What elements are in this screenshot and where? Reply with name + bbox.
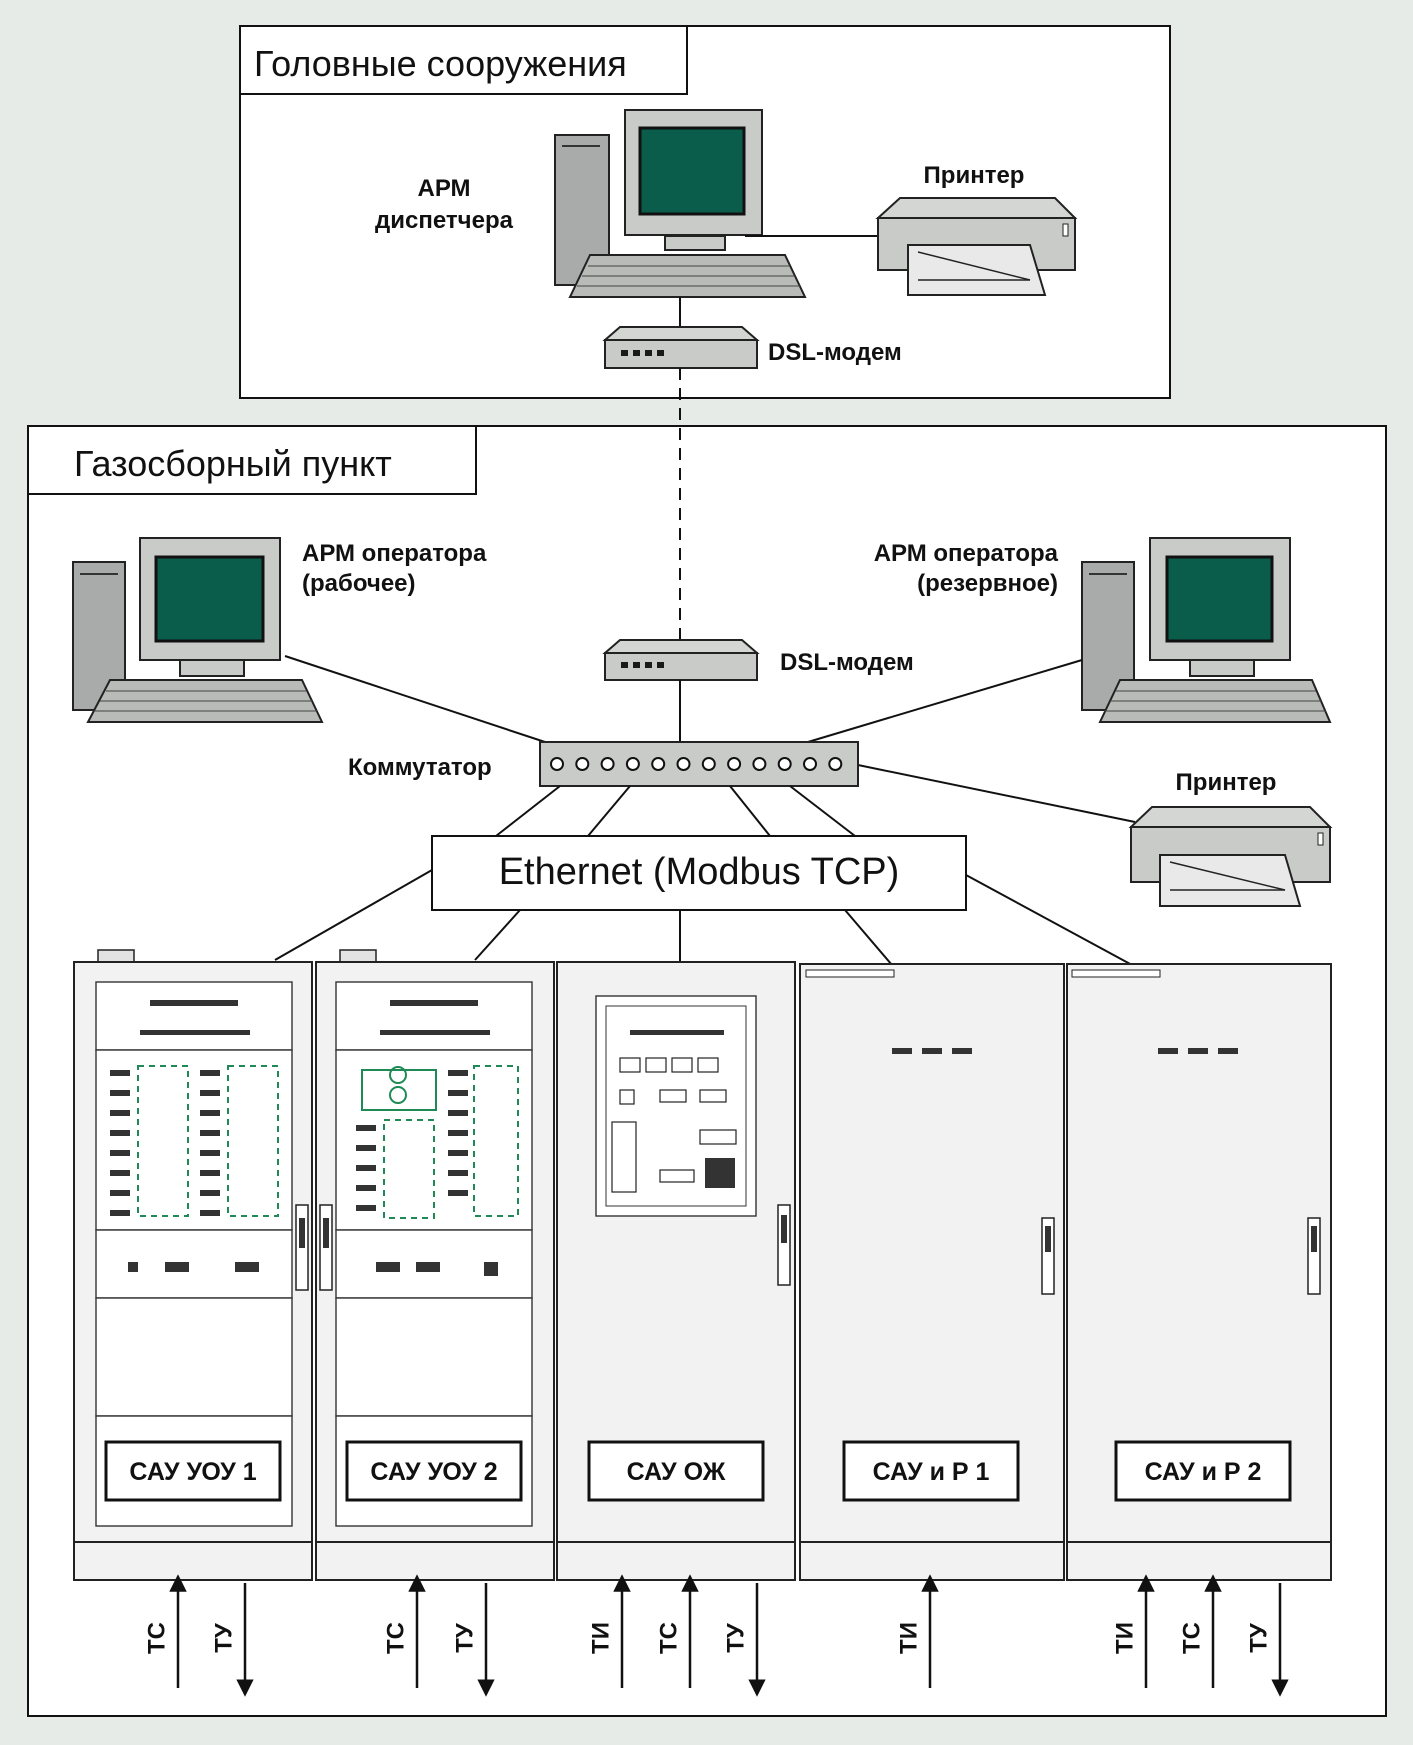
switch-eth-link-2 — [587, 785, 631, 837]
operator-reserve-pc-icon — [1081, 537, 1332, 723]
switch-port — [701, 757, 716, 771]
switch-port — [803, 757, 817, 771]
cabinet-label: САУ и Р 1 — [873, 1458, 990, 1486]
modem-gas-label: DSL-модем — [780, 649, 914, 676]
printer-top-label: Принтер — [924, 162, 1025, 189]
modem-top-label: DSL-модем — [768, 339, 902, 366]
eth-cab4-link — [844, 909, 893, 966]
cabinet-label-box — [842, 1440, 1020, 1502]
cabinet-2-circuit — [356, 1000, 519, 1276]
cabinet-label: САУ и Р 2 — [1145, 1458, 1262, 1486]
gas-section-title: Газосборный пункт — [74, 443, 392, 484]
ethernet-bus-label: Ethernet (Modbus TCP) — [499, 851, 900, 893]
switch-port — [828, 757, 843, 771]
switch-port — [676, 757, 691, 771]
switch-port — [600, 757, 615, 771]
printer-gas-label: Принтер — [1176, 769, 1277, 796]
dispatcher-pc-label-2: диспетчера — [375, 207, 514, 234]
operator-reserve-label-2: (резервное) — [917, 570, 1058, 597]
switch-operator-main-link — [284, 655, 546, 743]
signal-label: ТИ — [895, 1622, 922, 1654]
signal-label: ТИ — [1111, 1622, 1138, 1654]
head-section-title: Головные сооружения — [254, 43, 627, 84]
switch-ports — [550, 757, 843, 771]
cabinet-label-box — [1114, 1440, 1292, 1502]
signal-arrows: ТС ТУ ТС ТУ ТИ ТС ТУ ТИ ТИ ТС ТУ — [143, 1574, 1289, 1697]
printer-top-icon — [875, 197, 1078, 296]
signal-label: ТС — [382, 1622, 409, 1654]
printer-gas-icon — [1128, 806, 1333, 907]
cabinet-label: САУ УОУ 2 — [370, 1458, 497, 1486]
switch-port — [625, 757, 640, 771]
operator-main-label-2: (рабочее) — [302, 570, 416, 597]
switch-port — [752, 757, 767, 771]
cabinet-1-circuit — [110, 1000, 279, 1272]
signal-label: ТИ — [587, 1622, 614, 1654]
dispatcher-pc-icon — [554, 109, 807, 298]
switch-port — [777, 757, 792, 771]
eth-cab5-link — [965, 874, 1133, 966]
signal-label: ТУ — [451, 1622, 478, 1653]
cabinet-label-box — [587, 1440, 765, 1502]
dispatcher-pc-label-1: АРМ — [417, 175, 470, 202]
switch-label: Коммутатор — [348, 754, 492, 781]
operator-main-pc-icon — [72, 537, 324, 723]
switch-eth-link-1 — [495, 785, 561, 837]
switch-operator-reserve-link — [807, 659, 1083, 743]
modem-gas-icon — [602, 639, 760, 681]
switch-printer-link — [857, 764, 1136, 823]
switch-eth-link-3 — [729, 785, 771, 837]
signal-label: ТУ — [210, 1622, 237, 1653]
operator-reserve-label-1: АРМ оператора — [874, 540, 1059, 567]
signal-label: ТУ — [722, 1622, 749, 1653]
cabinet-3-panel-details — [611, 1030, 737, 1193]
eth-cab1-link — [274, 869, 433, 961]
modem-top-icon — [602, 326, 760, 369]
cabinet-labels: САУ УОУ 1 САУ УОУ 2 САУ ОЖ САУ и Р 1 САУ и Р… — [104, 1440, 1292, 1502]
operator-main-label-1: АРМ оператора — [302, 540, 487, 567]
signal-label: ТУ — [1245, 1622, 1272, 1653]
switch-port — [550, 757, 564, 771]
cabinet-label-box — [345, 1440, 523, 1502]
switch-eth-link-4 — [789, 785, 856, 837]
cabinet-label-box — [104, 1440, 282, 1502]
signal-label: ТС — [655, 1622, 682, 1654]
signal-label: ТС — [1178, 1622, 1205, 1654]
switch-port — [575, 757, 590, 771]
cabinet-label: САУ УОУ 1 — [129, 1458, 256, 1486]
switch-port — [651, 757, 666, 771]
eth-cab2-link — [474, 909, 521, 961]
cabinet-label: САУ ОЖ — [627, 1458, 726, 1486]
signal-label: ТС — [143, 1622, 170, 1654]
ethernet-bus-box — [431, 835, 967, 911]
switch-port — [727, 757, 742, 771]
